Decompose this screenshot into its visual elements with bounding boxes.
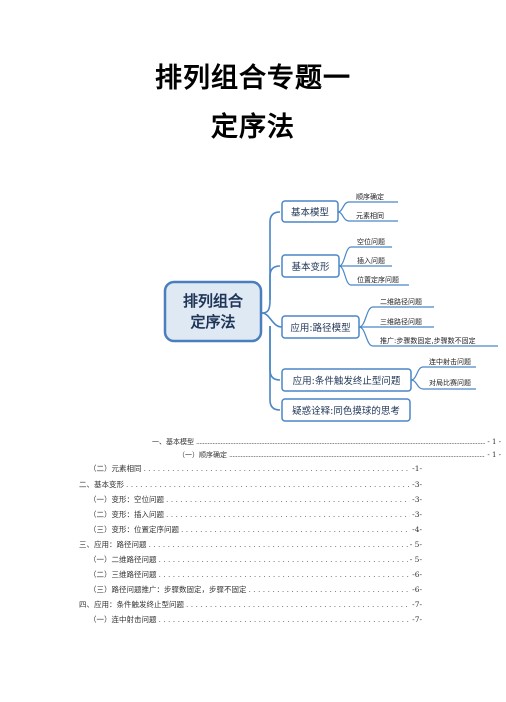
connector bbox=[358, 326, 498, 347]
toc-entry-title: 三、应用：路径问题 bbox=[79, 540, 147, 549]
toc-leader bbox=[159, 615, 411, 624]
toc-leader bbox=[181, 525, 410, 534]
leaf-label: 推广:步骤数固定,步骤数不固定 bbox=[380, 336, 476, 345]
leaf-label: 顺序确定 bbox=[356, 192, 384, 201]
toc-entry[interactable]: 四、应用：条件触发终止型问题 -7- bbox=[79, 599, 422, 610]
toc-entry-page: -6- bbox=[412, 585, 422, 594]
branch-node-doubt-explanation bbox=[281, 398, 411, 422]
leaf-label: 三维路径问题 bbox=[380, 317, 422, 326]
document-title: 排列组合专题一 bbox=[155, 63, 351, 94]
toc-entry-page: -6- bbox=[412, 570, 422, 579]
connector bbox=[269, 265, 281, 300]
toc-entry-title: （三）变形：位置定序问题 bbox=[89, 525, 179, 534]
toc-leader bbox=[159, 555, 408, 564]
toc-leader bbox=[196, 438, 485, 446]
toc-entry-title: （二）变形：插入问题 bbox=[89, 510, 164, 519]
toc-entry-page: -3- bbox=[412, 510, 422, 519]
connector bbox=[358, 306, 434, 328]
toc-entry-title: （三）路径问题推广：步骤数固定，步骤不固定 bbox=[89, 585, 247, 594]
connector bbox=[337, 201, 398, 213]
leaf-label: 空位问题 bbox=[357, 237, 385, 246]
toc-entry-title: （一）顺序确定 bbox=[178, 451, 227, 459]
toc-entry-page: - 1 - bbox=[487, 438, 501, 446]
toc-entry-page: -4- bbox=[412, 525, 422, 534]
toc-entry-title: 二、基本变形 bbox=[79, 480, 124, 489]
document-subtitle: 定序法 bbox=[211, 112, 295, 143]
connector bbox=[269, 211, 281, 300]
leaf-label: 连中射击问题 bbox=[429, 357, 471, 366]
toc-entry[interactable]: （一）连中射击问题 -7- bbox=[89, 614, 422, 625]
toc-entry-title: 四、应用：条件触发终止型问题 bbox=[79, 600, 184, 609]
toc-entry-page: -1- bbox=[412, 464, 422, 473]
connector bbox=[261, 312, 283, 328]
toc-entry-title: （一）连中射击问题 bbox=[89, 615, 157, 624]
toc-entry[interactable]: （三）路径问题推广：步骤数固定，步骤不固定 -6- bbox=[89, 584, 422, 595]
branch-label: 应用:路径模型 bbox=[290, 322, 351, 334]
toc-entry-page: -7- bbox=[412, 600, 422, 609]
connector bbox=[269, 326, 281, 411]
leaf-label: 位置定序问题 bbox=[357, 275, 399, 284]
toc-leader bbox=[166, 495, 410, 504]
toc-leader bbox=[149, 540, 408, 549]
toc-entry-title: （二）元素相同 bbox=[89, 464, 142, 473]
toc-entry-page: -3- bbox=[412, 495, 422, 504]
leaf-label: 对局比赛问题 bbox=[429, 378, 471, 387]
toc-entry-page: - 5- bbox=[409, 540, 422, 549]
toc-entry[interactable]: （二）元素相同 -1- bbox=[89, 463, 422, 474]
toc-leader bbox=[126, 480, 410, 489]
connector bbox=[410, 366, 476, 381]
toc-leader bbox=[166, 510, 410, 519]
branch-label: 应用:条件触发终止型问题 bbox=[293, 375, 401, 387]
connector bbox=[338, 246, 392, 267]
toc-leader bbox=[229, 451, 485, 459]
toc-entry[interactable]: （二）变形：插入问题 -3- bbox=[89, 509, 422, 520]
branch-label: 疑惑诠释:同色摸球的思考 bbox=[292, 405, 400, 417]
connector bbox=[337, 211, 398, 222]
toc-entry-page: -7- bbox=[412, 615, 422, 624]
toc-entry[interactable]: （一）顺序确定 - 1 - bbox=[178, 450, 501, 460]
toc-entry-title: （一）二维路径问题 bbox=[89, 555, 157, 564]
branch-label: 基本变形 bbox=[291, 261, 330, 273]
toc-entry-title: 一、基本模型 bbox=[152, 438, 194, 446]
toc-leader bbox=[249, 585, 411, 594]
toc-entry-page: - 5- bbox=[409, 555, 422, 564]
toc-entry[interactable]: 二、基本变形 -3- bbox=[79, 479, 422, 490]
root-node bbox=[163, 280, 263, 343]
leaf-label: 元素相同 bbox=[356, 211, 384, 220]
leaf-label: 插入问题 bbox=[357, 256, 385, 265]
branch-label: 基本模型 bbox=[291, 207, 330, 219]
toc-entry-page: -3- bbox=[412, 480, 422, 489]
root-line-1: 排列组合 bbox=[183, 292, 244, 310]
toc-entry-page: - 1 - bbox=[487, 451, 501, 459]
toc-entry-title: （二）三维路径问题 bbox=[89, 570, 157, 579]
toc-entry[interactable]: （一）变形：空位问题 -3- bbox=[89, 494, 422, 505]
leaf-label: 二维路径问题 bbox=[380, 297, 422, 306]
toc-leader bbox=[159, 570, 411, 579]
toc-entry[interactable]: （二）三维路径问题 -6- bbox=[89, 569, 422, 580]
connector bbox=[410, 379, 476, 390]
toc-leader bbox=[144, 464, 411, 473]
toc-entry-title: （一）变形：空位问题 bbox=[89, 495, 164, 504]
toc-entry[interactable]: （一）二维路径问题 - 5- bbox=[89, 554, 422, 565]
root-line-2: 定序法 bbox=[190, 313, 235, 331]
toc-leader bbox=[186, 600, 410, 609]
toc-entry[interactable]: （三）变形：位置定序问题 -4- bbox=[89, 524, 422, 535]
toc-entry[interactable]: 一、基本模型 - 1 - bbox=[152, 437, 501, 447]
toc-entry[interactable]: 三、应用：路径问题 - 5- bbox=[79, 539, 422, 550]
connector bbox=[338, 265, 409, 286]
